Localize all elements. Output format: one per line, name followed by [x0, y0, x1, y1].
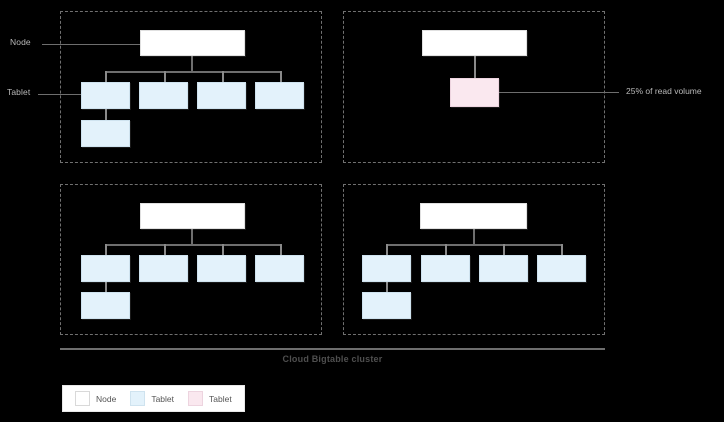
tablet-box-br-3: [479, 255, 528, 282]
tablet-box-tl-3: [197, 82, 246, 109]
connector-drop-bl-1: [105, 244, 107, 255]
tablet-box-bl-1: [81, 255, 130, 282]
tablet-box-bl-2: [139, 255, 188, 282]
connector-drop-br-1: [386, 244, 388, 255]
legend-item-tablet: Tablet: [130, 391, 174, 406]
tablet-box-tl-5: [81, 120, 130, 147]
connector-drop-tl-1: [105, 71, 107, 82]
tablet-box-bl-3: [197, 255, 246, 282]
legend-label-tablet-hot: Tablet: [209, 393, 232, 404]
leader-line-node: [42, 44, 140, 45]
connector-drop-bl-5: [105, 282, 107, 292]
tablet-box-tl-4: [255, 82, 304, 109]
legend-item-tablet-hot: Tablet: [188, 391, 232, 406]
connector-drop-tl-5: [105, 109, 107, 120]
tablet-box-tr-hot: [450, 78, 499, 107]
tablet-box-bl-5: [81, 292, 130, 319]
connector-node-stem-br: [473, 229, 475, 245]
axis-label-tablet: Tablet: [7, 87, 31, 97]
leader-line-tablet: [38, 94, 82, 95]
node-box-tl: [140, 30, 245, 56]
tablet-box-tl-1: [81, 82, 130, 109]
legend-swatch-node-icon: [75, 391, 90, 406]
cluster-quadrant-bottom-right: [343, 184, 605, 335]
cluster-divider: [60, 348, 605, 350]
connector-node-stem-tr: [474, 56, 476, 78]
connector-drop-bl-3: [222, 244, 224, 255]
tablet-box-br-1: [362, 255, 411, 282]
cluster-quadrant-bottom-left: [60, 184, 322, 335]
connector-bus-bl: [105, 244, 281, 246]
connector-drop-br-4: [561, 244, 563, 255]
connector-drop-bl-2: [164, 244, 166, 255]
node-box-bl: [140, 203, 245, 229]
legend-swatch-tablet-hot-icon: [188, 391, 204, 406]
node-box-tr: [422, 30, 527, 56]
legend-item-node: Node: [75, 391, 116, 406]
cluster-quadrant-top-left: [60, 11, 322, 163]
tablet-box-br-4: [537, 255, 586, 282]
axis-label-node: Node: [10, 37, 31, 47]
connector-bus-br: [386, 244, 562, 246]
legend: Node Tablet Tablet: [62, 385, 245, 412]
connector-drop-tl-3: [222, 71, 224, 82]
tablet-box-tl-2: [139, 82, 188, 109]
legend-label-node: Node: [96, 393, 117, 404]
tablet-box-bl-4: [255, 255, 304, 282]
cluster-caption: Cloud Bigtable cluster: [282, 354, 383, 364]
callout-read-volume: 25% of read volume: [626, 86, 702, 96]
connector-drop-br-3: [503, 244, 505, 255]
connector-drop-br-2: [445, 244, 447, 255]
tablet-box-br-2: [421, 255, 470, 282]
connector-bus-tl: [105, 71, 281, 73]
legend-swatch-tablet-icon: [130, 391, 146, 406]
connector-node-stem-tl: [191, 56, 193, 72]
connector-drop-br-5: [386, 282, 388, 292]
connector-drop-tl-2: [164, 71, 166, 82]
tablet-box-br-5: [362, 292, 411, 319]
node-box-br: [420, 203, 527, 229]
connector-drop-tl-4: [280, 71, 282, 82]
cluster-quadrant-top-right: [343, 11, 605, 163]
legend-label-tablet: Tablet: [151, 393, 175, 404]
leader-line-callout: [499, 92, 619, 93]
connector-drop-bl-4: [280, 244, 282, 255]
connector-node-stem-bl: [191, 229, 193, 245]
